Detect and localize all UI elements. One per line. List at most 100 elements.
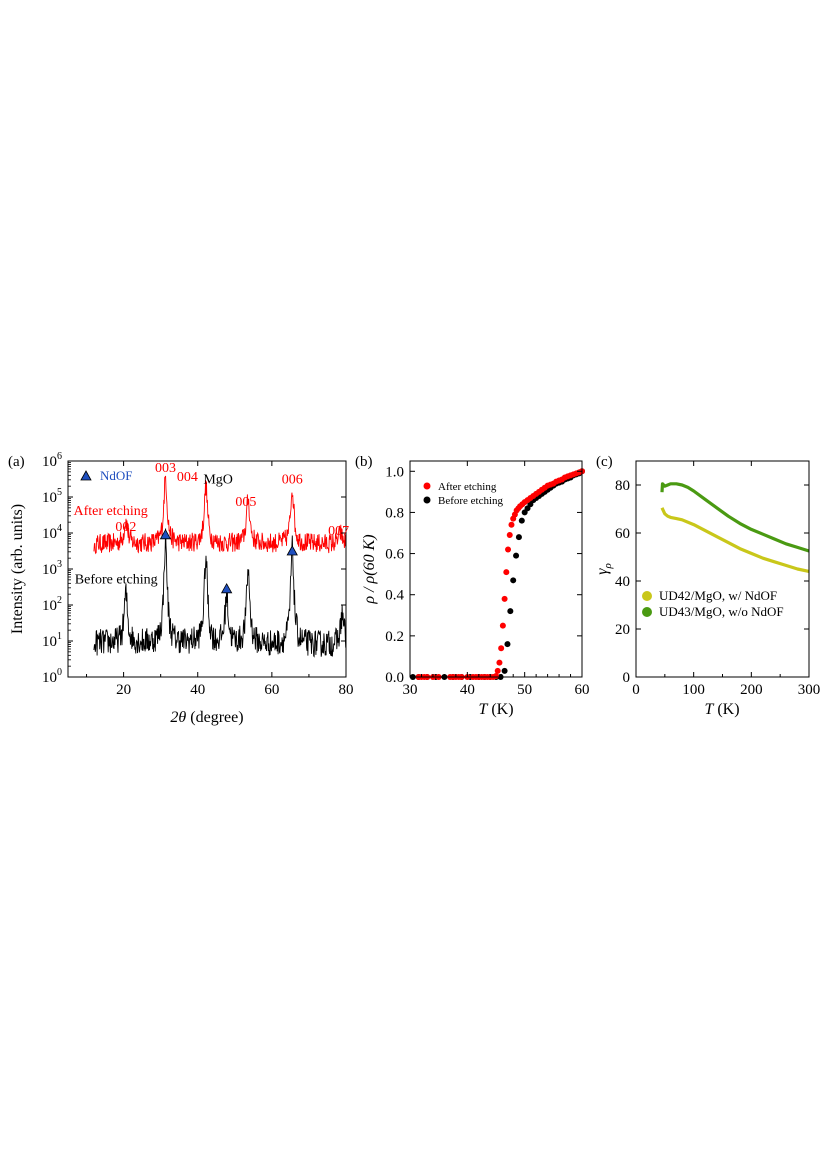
panel-a-y-tick-label: 105: [42, 487, 62, 506]
ndof-peak-marker-2: [286, 545, 298, 556]
panel-a-y-tick-base: 10: [42, 598, 57, 614]
panel-c-legend: UD42/MgO, w/ NdOF UD43/MgO, w/o NdOF: [642, 588, 784, 619]
panel-a-annotation: Before etching: [75, 572, 158, 587]
panel-c-x-tick-label: 0: [632, 682, 640, 698]
panel-a-y-tick-base: 10: [42, 454, 57, 470]
legend-ud42-label: UD42/MgO, w/ NdOF: [659, 588, 777, 603]
panel-c-y-axis-label: γρ: [594, 563, 614, 575]
panel-b-x-tick-label: 50: [517, 682, 532, 698]
curve-ud43: [660, 482, 810, 553]
panel-c-label: (c): [596, 454, 613, 470]
panel-a-y-tick-base: 10: [42, 490, 57, 506]
legend-ud43-marker: [642, 607, 652, 617]
panel-a-annotation: After etching: [74, 504, 148, 519]
data-point-after-etching: [499, 622, 506, 629]
data-point-after-etching: [506, 532, 513, 539]
panel-a-y-tick-exponent: 0: [57, 667, 62, 678]
panel-b-y-axis-label: ρ / ρ(60 K): [361, 534, 378, 604]
panel-b-y-tick-label: 1.0: [385, 464, 404, 480]
panel-a-label: (a): [8, 454, 25, 470]
panel-a-x-axis-unit: (degree): [186, 709, 243, 726]
data-point-after-etching: [496, 659, 503, 666]
data-point-after-etching: [493, 672, 499, 679]
panel-a-y-tick-exponent: 6: [57, 451, 62, 462]
data-point-after-etching: [505, 546, 512, 553]
panel-a-annotation: MgO: [203, 472, 233, 487]
data-point-before-etching: [518, 517, 525, 524]
panel-b-x-axis-unit: (K): [487, 701, 513, 718]
ndof-peak-marker-1: [220, 582, 233, 594]
legend-ud43-label: UD43/MgO, w/o NdOF: [659, 604, 784, 619]
panel-a-x-tick-label: 20: [116, 682, 131, 698]
panel-a-y-axis-label: Intensity (arb. units): [9, 504, 26, 634]
ndof-legend-triangle-icon: [80, 470, 92, 481]
panel-c-y-axis-symbol: γ: [594, 568, 611, 575]
data-point-after-etching: [508, 521, 515, 528]
panel-a-annotation: 004: [177, 470, 198, 485]
panel-a-x-axis-label: 2θ (degree): [170, 709, 243, 726]
panel-c-y-tick-label: 60: [615, 526, 630, 542]
panel-c-x-axis-unit: (K): [713, 701, 739, 718]
panel-c-x-tick-label: 100: [682, 682, 705, 698]
panel-c-y-tick-label: 0: [623, 670, 631, 686]
panel-c-x-tick-label: 200: [740, 682, 763, 698]
legend-after-etching-label: After etching: [438, 481, 497, 493]
panel-c-y-tick-label: 20: [615, 622, 630, 638]
panel-a-y-tick-base: 10: [42, 670, 57, 686]
panel-b-x-tick-label: 30: [403, 682, 418, 698]
panel-a-y-tick-label: 100: [42, 667, 62, 686]
panel-b-y-tick-label: 0.2: [385, 629, 404, 645]
data-point-before-etching: [513, 552, 520, 559]
panel-a-annotation: 002: [115, 520, 136, 535]
panel-b-y-tick-label: 0.6: [385, 547, 404, 563]
panel-b-x-axis-symbol: T: [478, 701, 488, 718]
panel-a-y-tick-base: 10: [42, 526, 57, 542]
panel-a-y-tick-exponent: 2: [57, 595, 62, 606]
ndof-legend-label: NdOF: [100, 468, 133, 483]
panel-b-x-axis-label: T (K): [478, 701, 513, 718]
panel-a-annotation: 003: [155, 461, 176, 476]
panel-a-y-tick-label: 104: [42, 523, 62, 542]
data-point-after-etching: [503, 569, 510, 576]
panel-a-y-tick-label: 106: [42, 451, 62, 470]
panel-a-y-tick-exponent: 1: [57, 631, 62, 642]
data-point-after-etching: [498, 645, 505, 652]
panel-a-x-axis-symbol: 2θ: [170, 709, 186, 726]
panel-a-y-tick-label: 103: [42, 559, 62, 578]
panel-b-legend: After etching Before etching: [423, 481, 504, 507]
panel-a-annotation: 007: [328, 524, 349, 539]
panel-b-x-tick-label: 40: [460, 682, 475, 698]
data-point-before-etching: [510, 577, 517, 584]
panel-a-y-tick-label: 102: [42, 595, 62, 614]
data-point-before-etching: [504, 641, 511, 648]
panel-a-y-tick-base: 10: [42, 562, 57, 578]
panel-a-y-tick-label: 101: [42, 631, 62, 650]
panel-a-annotation: 006: [282, 472, 303, 487]
panel-b-y-tick-label: 0.8: [385, 505, 404, 521]
legend-after-etching-marker: [423, 482, 431, 490]
panel-c-x-axis-symbol: T: [704, 701, 714, 718]
legend-before-etching-marker: [423, 496, 431, 504]
panel-a-x-tick-label: 40: [190, 682, 205, 698]
panel-a-x-tick-label: 80: [339, 682, 354, 698]
panel-b-x-tick-label: 60: [575, 682, 590, 698]
xrd-trace-before-etching: [93, 528, 346, 658]
panel-b-y-tick-label: 0.0: [385, 670, 404, 686]
data-point-before-etching: [507, 608, 514, 615]
xrd-trace-after-etching: [93, 475, 346, 555]
panel-a-y-tick-exponent: 5: [57, 487, 62, 498]
panel-c-y-tick-label: 80: [615, 478, 630, 494]
data-point-after-etching: [501, 595, 508, 602]
panel-a-legend: NdOF: [80, 468, 133, 483]
data-point-before-etching: [515, 534, 522, 541]
panel-c-plot-area: [660, 482, 810, 573]
panel-a-plot-area: [93, 475, 346, 658]
